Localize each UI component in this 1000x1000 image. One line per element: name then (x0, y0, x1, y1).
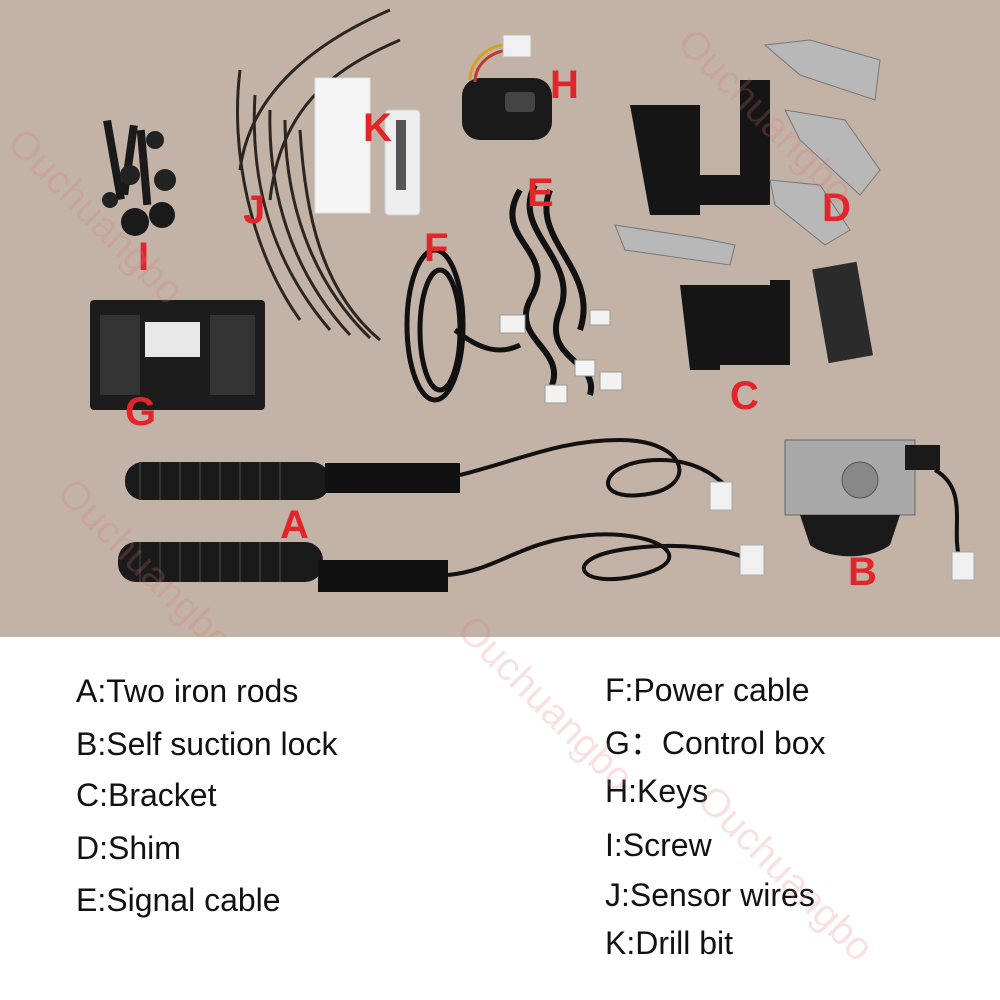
iron-rod-cables (447, 437, 751, 581)
legend: A:Two iron rods B:Self suction lock C:Br… (0, 607, 1000, 1000)
label-f: F (424, 226, 449, 270)
label-g: G (125, 390, 157, 434)
signal-cable-connectors (499, 309, 623, 404)
legend-item-a: A:Two iron rods (76, 673, 299, 709)
keys-switch (462, 34, 552, 140)
label-b: B (848, 550, 877, 594)
label-d: D (822, 186, 851, 230)
suction-lock (784, 439, 975, 581)
label-c: C (730, 374, 759, 418)
legend-item-j: J:Sensor wires (605, 877, 815, 913)
power-cable (404, 247, 522, 403)
rod-connector-1 (709, 481, 733, 511)
legend-item-i: I:Screw (605, 827, 712, 863)
product-illustration (90, 8, 975, 592)
brackets (630, 80, 790, 370)
legend-item-e: E:Signal cable (76, 882, 281, 918)
label-k: K (363, 106, 392, 150)
label-j: J (243, 188, 266, 232)
sensor-wires-group (236, 8, 401, 342)
shim-plate (812, 261, 873, 364)
label-i: I (138, 235, 150, 279)
label-h: H (550, 63, 579, 107)
legend-item-b: B:Self suction lock (76, 726, 338, 762)
iron-rods (118, 462, 460, 592)
legend-item-g: G：Control box (605, 725, 826, 761)
label-e: E (527, 171, 554, 215)
drill-bit (396, 120, 406, 190)
screws-group (102, 119, 176, 236)
legend-item-d: D:Shim (76, 830, 181, 866)
control-box (90, 300, 265, 410)
legend-item-h: H:Keys (605, 773, 709, 809)
legend-item-f: F:Power cable (605, 672, 810, 708)
shims (614, 39, 881, 266)
product-photo: A B C D E F G H I J K Ouchuangbo Ouchuan… (0, 0, 1000, 637)
legend-item-c: C:Bracket (76, 777, 217, 813)
rod-connector-2 (739, 544, 765, 576)
legend-item-k: K:Drill bit (605, 925, 734, 961)
adhesive-pad (314, 77, 371, 214)
label-a: A (280, 503, 309, 547)
